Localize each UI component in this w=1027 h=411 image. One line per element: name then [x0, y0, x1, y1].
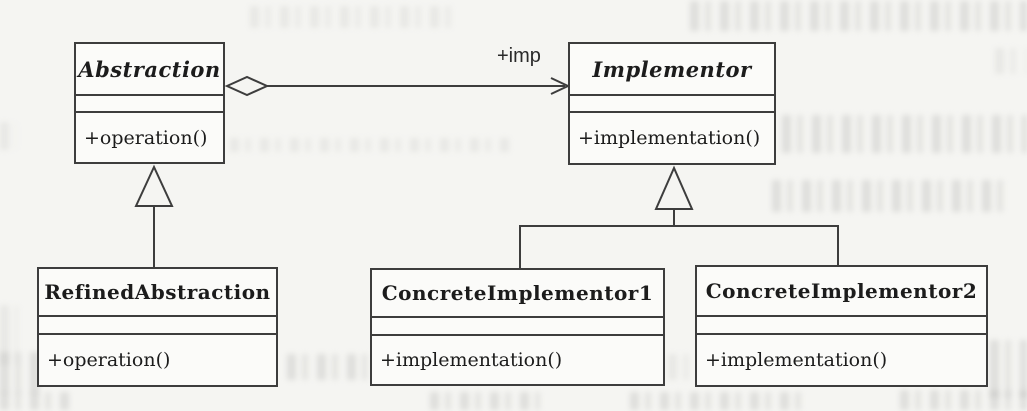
class-method-implementor: +implementation() — [570, 111, 774, 163]
bleed-smudge — [990, 340, 1027, 398]
class-method-refined-abstraction: +operation() — [39, 333, 276, 385]
bleed-smudge — [250, 6, 460, 28]
class-method-concrete-implementor-2: +implementation() — [697, 333, 986, 385]
class-attributes-implementor — [570, 94, 774, 111]
class-name-implementor: Implementor — [592, 56, 752, 82]
bleed-smudge — [430, 392, 540, 410]
bleed-smudge — [0, 352, 40, 394]
class-attributes-abstraction — [76, 94, 223, 111]
class-name-concrete-implementor-1: ConcreteImplementor1 — [381, 281, 654, 305]
class-box-abstraction: Abstraction +operation() — [74, 42, 225, 164]
bleed-smudge — [772, 180, 1010, 212]
bleed-smudge — [0, 392, 70, 410]
class-attributes-concrete-implementor-2 — [697, 315, 986, 333]
bleed-smudge — [668, 354, 696, 380]
class-name-refined-abstraction: RefinedAbstraction — [44, 280, 271, 304]
class-name-abstraction: Abstraction — [78, 56, 221, 82]
class-name-concrete-implementor-2: ConcreteImplementor2 — [705, 279, 978, 303]
bleed-smudge — [287, 354, 367, 380]
bleed-smudge — [230, 138, 510, 152]
generalization-branch-line — [519, 225, 839, 268]
open-arrowhead-icon — [550, 77, 571, 95]
bleed-smudge — [782, 115, 1027, 153]
class-method-abstraction: +operation() — [76, 111, 223, 162]
class-box-implementor: Implementor +implementation() — [568, 42, 776, 165]
class-box-concrete-implementor-1: ConcreteImplementor1 +implementation() — [370, 268, 665, 386]
bleed-smudge — [0, 122, 16, 150]
bleed-smudge — [995, 48, 1027, 74]
bleed-smudge — [900, 390, 1027, 410]
aggregation-diamond-icon — [224, 75, 270, 97]
generalization-triangle-icon — [654, 165, 694, 210]
bleed-smudge — [690, 1, 1027, 31]
class-attributes-concrete-implementor-1 — [372, 316, 663, 334]
association-label-imp: +imp — [497, 45, 541, 67]
class-method-concrete-implementor-1: +implementation() — [372, 334, 663, 384]
class-box-concrete-implementor-2: ConcreteImplementor2 +implementation() — [695, 265, 988, 387]
generalization-triangle-icon — [134, 164, 174, 207]
bleed-smudge — [0, 305, 18, 365]
bleed-smudge — [630, 392, 810, 410]
class-attributes-refined-abstraction — [39, 315, 276, 333]
class-box-refined-abstraction: RefinedAbstraction +operation() — [37, 267, 278, 387]
